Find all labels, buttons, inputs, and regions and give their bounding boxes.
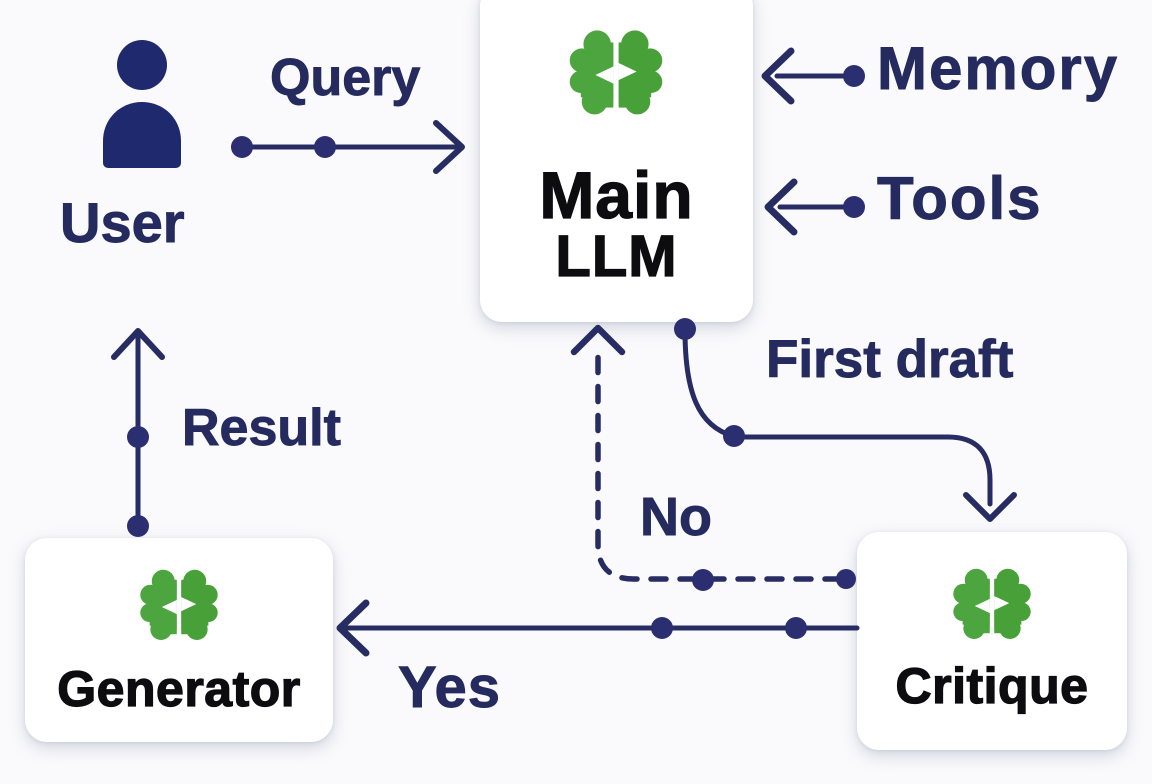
first-draft-edge-label: First draft (766, 330, 1014, 389)
generator-title: Generator (57, 661, 301, 717)
user-icon (103, 40, 181, 168)
brain-icon (136, 566, 222, 648)
yes-edge-label: Yes (398, 655, 501, 720)
node-generator: Generator (25, 538, 333, 742)
memory-arrow (761, 47, 865, 105)
tools-arrow (764, 178, 865, 236)
yes-arrow (336, 599, 860, 657)
result-edge-label: Result (182, 399, 342, 457)
main-llm-title-line1: Main (539, 158, 694, 232)
no-edge-label: No (640, 487, 713, 547)
main-llm-title-line2: LLM (555, 224, 678, 289)
query-edge-label: Query (270, 49, 421, 107)
brain-icon (564, 27, 668, 123)
result-arrow (111, 328, 165, 537)
brain-icon (949, 565, 1035, 647)
user-label: User (60, 191, 185, 254)
query-arrow (231, 120, 465, 174)
node-main-llm: Main LLM (480, 0, 753, 322)
critique-title: Critique (895, 658, 1089, 714)
node-critique: Critique (857, 532, 1127, 750)
memory-edge-label: Memory (877, 35, 1120, 102)
tools-edge-label: Tools (877, 165, 1043, 232)
